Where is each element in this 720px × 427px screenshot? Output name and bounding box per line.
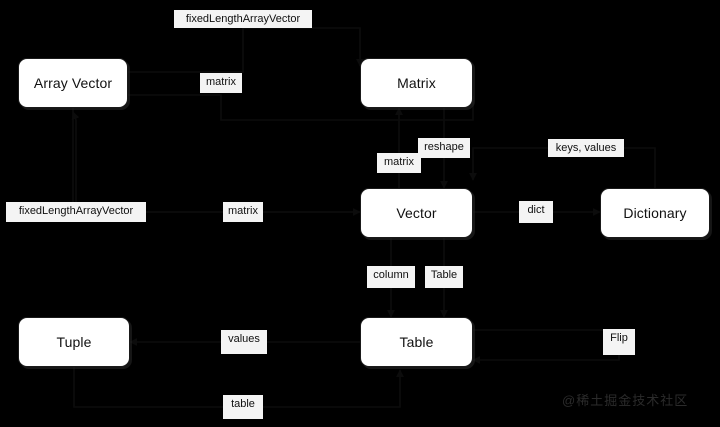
edge-arrayvector-to-vector-matrix <box>72 108 361 216</box>
node-dictionary-label: Dictionary <box>623 205 687 221</box>
edge-label-dict: dict <box>519 201 553 223</box>
node-table-label: Table <box>399 334 434 350</box>
edge-label-flip: Flip <box>603 329 635 355</box>
node-array-vector[interactable]: Array Vector <box>18 58 128 108</box>
node-dictionary[interactable]: Dictionary <box>600 188 710 238</box>
node-tuple[interactable]: Tuple <box>18 317 130 367</box>
edge-label-column: column <box>367 266 415 288</box>
node-matrix-label: Matrix <box>397 75 436 91</box>
edge-label-matrix-middle: matrix <box>223 202 263 222</box>
node-table[interactable]: Table <box>360 317 473 367</box>
edge-table-flip-loop <box>472 329 620 364</box>
edge-label-fixedlengtharrayvector-top: fixedLengthArrayVector <box>174 10 312 28</box>
edge-label-table-vector-to-table: Table <box>425 266 463 288</box>
edge-label-keys-values: keys, values <box>548 139 624 157</box>
edge-label-matrix-top: matrix <box>200 73 242 93</box>
node-vector-label: Vector <box>396 205 437 221</box>
edge-label-table-bottom: table <box>223 395 263 419</box>
edge-vector-to-arrayvector-fixedlength <box>71 111 360 213</box>
edge-label-fixedlengtharrayvector-middle: fixedLengthArrayVector <box>6 202 146 222</box>
edge-label-matrix-vector-to-matrix: matrix <box>377 153 421 173</box>
node-vector[interactable]: Vector <box>360 188 473 238</box>
edge-label-values: values <box>221 330 267 354</box>
edge-label-reshape: reshape <box>418 138 470 158</box>
node-tuple-label: Tuple <box>56 334 92 350</box>
node-array-vector-label: Array Vector <box>33 75 113 91</box>
node-matrix[interactable]: Matrix <box>360 58 473 108</box>
watermark: @稀土掘金技术社区 <box>562 393 689 408</box>
edge-arrayvector-to-matrix <box>128 27 364 73</box>
